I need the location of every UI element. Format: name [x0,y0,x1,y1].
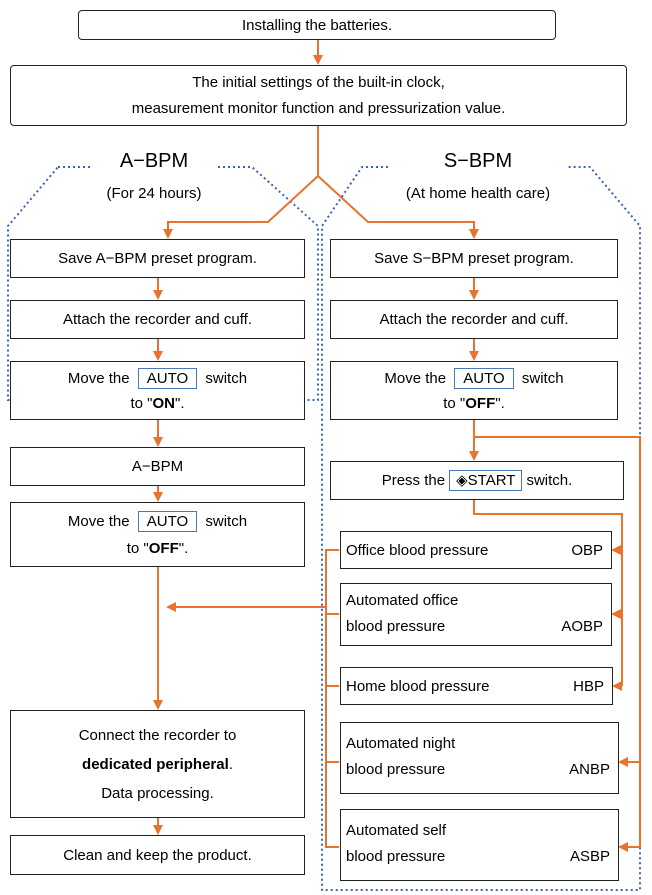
step-initial-settings-line1: The initial settings of the built-in clo… [192,73,445,91]
clean-product: Clean and keep the product. [10,835,305,875]
arrow-right-bus [474,436,641,852]
sbpm-move-pre: Move the [384,369,447,387]
auto-switch-label-2: AUTO [137,510,198,532]
abpm-to-pre-2: to " [126,539,149,557]
mode-obp-abbr: OBP [571,541,603,559]
abpm-move-auto-on: Move the AUTO switch to "ON". [10,361,305,420]
mode-asbp-line1: Automated self [346,822,447,839]
mode-aobp: Automated office blood pressure AOBP [340,583,612,646]
connect-line2: dedicated peripheral. [82,750,233,779]
sbpm-auto-switch-label: AUTO [454,367,514,389]
sbpm-section-outline [321,166,641,891]
off-value: OFF [148,539,179,557]
auto-switch-label: AUTO [137,367,198,389]
step-initial-settings-line2: measurement monitor function and pressur… [131,99,506,117]
connect-line3: Data processing. [101,784,214,802]
arrow-to-abpm [163,175,319,239]
abpm-attach-label: Attach the recorder and cuff. [62,311,252,328]
mode-aobp-line1: Automated office [346,592,459,609]
arrow-return-bus [325,549,339,848]
abpm-move-auto-off-line2: to "OFF". [127,535,189,562]
abpm-to-pre: to " [130,394,153,412]
abpm-to-post: ". [175,394,185,412]
sbpm-save-preset-label: Save S−BPM preset program. [374,250,574,267]
abpm-section-outline [7,166,319,401]
sbpm-attach-label: Attach the recorder and cuff. [379,311,569,328]
sbpm-press-start: Press the ◈START switch. [330,461,624,500]
abpm-switch-word: switch [205,369,248,387]
sbpm-move-line2: to "OFF". [443,391,505,416]
mode-aobp-line2: blood pressure [346,618,446,635]
sbpm-press-post: switch. [526,472,573,489]
abpm-run-label: A−BPM [131,458,184,475]
start-diamond-icon: ◈ [456,472,468,489]
mode-obp: Office blood pressure OBP [340,531,612,569]
sbpm-off-value: OFF [465,394,496,412]
mode-anbp-line2: blood pressure [346,761,446,778]
mode-aobp-abbr: AOBP [561,618,603,635]
abpm-move-auto-on-line2: to "ON". [130,391,184,416]
mode-anbp-line1: Automated night [346,735,456,752]
abpm-save-preset: Save A−BPM preset program. [10,239,305,278]
mode-hbp-abbr: HBP [573,677,604,695]
dedicated-peripheral: dedicated peripheral [82,755,229,773]
abpm-switch-word-2: switch [205,512,248,530]
mode-anbp: Automated night blood pressure ANBP [340,722,619,794]
start-switch-label: START [467,472,516,489]
step-install-batteries: Installing the batteries. [78,10,556,40]
abpm-attach: Attach the recorder and cuff. [10,300,305,339]
connect-line2-end: . [228,755,233,773]
abpm-move-pre: Move the [67,369,130,387]
sbpm-to-post: ". [495,394,505,412]
mode-obp-label: Office blood pressure [346,541,489,559]
abpm-run: A−BPM [10,447,305,486]
abpm-move-auto-off: Move the AUTO switch to "OFF". [10,502,305,567]
abpm-move-pre-2: Move the [67,512,130,530]
abpm-title: A−BPM [119,150,189,172]
sbpm-move-line1: Move the AUTO switch [384,366,564,391]
sbpm-move-auto-off: Move the AUTO switch to "OFF". [330,361,618,420]
abpm-to-post-2: ". [178,539,189,557]
connect-line1: Connect the recorder to [78,726,237,744]
mode-hbp-label: Home blood pressure [346,677,490,695]
start-switch-label-box: ◈START [449,470,523,491]
sbpm-switch-word: switch [521,369,564,387]
sbpm-press-pre: Press the [381,472,446,489]
mode-anbp-abbr: ANBP [569,761,610,778]
abpm-move-auto-on-line1: Move the AUTO switch [68,366,247,391]
mode-asbp-abbr: ASBP [569,848,610,865]
mode-hbp: Home blood pressure HBP [340,667,613,705]
mode-asbp: Automated self blood pressure ASBP [340,809,619,881]
sbpm-title: S−BPM [443,150,513,172]
clean-product-label: Clean and keep the product. [63,846,252,864]
step-initial-settings: The initial settings of the built-in clo… [10,65,627,126]
sbpm-subtitle: (At home health care) [405,185,551,202]
mode-asbp-line2: blood pressure [346,848,446,865]
connect-recorder: Connect the recorder to dedicated periph… [10,710,305,818]
arrow-to-sbpm [317,175,479,239]
on-value: ON [152,394,176,412]
sbpm-to-pre: to " [443,394,466,412]
sbpm-save-preset: Save S−BPM preset program. [330,239,618,278]
abpm-subtitle: (For 24 hours) [106,185,202,202]
step-install-batteries-label: Installing the batteries. [241,16,393,34]
sbpm-attach: Attach the recorder and cuff. [330,300,618,339]
abpm-move-auto-off-line1: Move the AUTO switch [68,508,247,535]
abpm-save-preset-label: Save A−BPM preset program. [58,250,257,267]
